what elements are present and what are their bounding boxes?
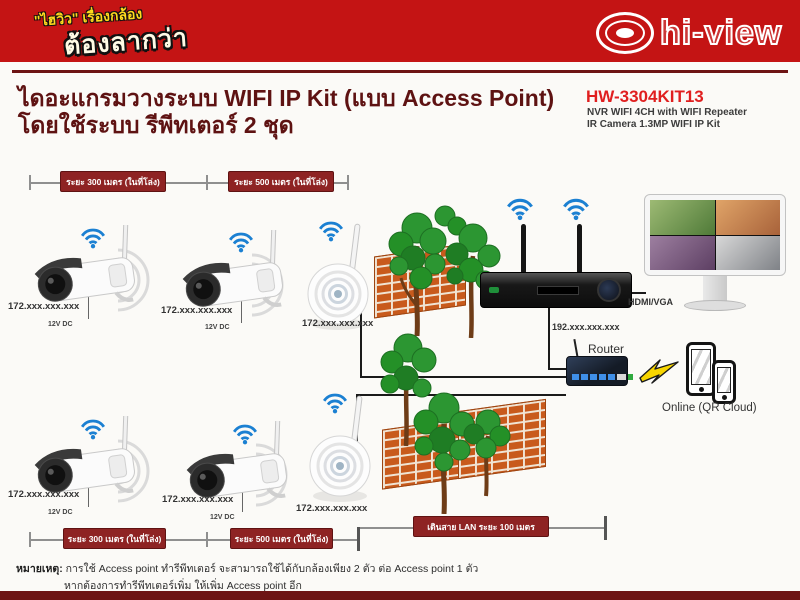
router — [566, 356, 633, 386]
nvr-recorder — [480, 272, 632, 308]
router-ports — [572, 374, 633, 380]
wifi-icon — [80, 228, 106, 249]
repeater-icon — [309, 395, 371, 502]
ip-camera-4 — [162, 421, 312, 516]
camera-icon — [182, 230, 283, 307]
measurement-tick — [357, 527, 360, 551]
camera-power-label: 12V DC — [48, 509, 73, 516]
camera-icon — [34, 416, 135, 493]
label-divider — [88, 485, 89, 507]
brand-logo: hi-view — [596, 12, 782, 54]
wifi-icon — [228, 232, 254, 253]
lightning-icon — [638, 356, 686, 388]
eye-logo-icon — [596, 12, 654, 54]
camera-icon — [34, 225, 135, 302]
camera-ip-label: 172.xxx.xxx.xxx — [161, 305, 233, 316]
label-divider — [241, 301, 242, 323]
access-point-repeater-2 — [302, 392, 387, 504]
camera-power-label: 12V DC — [210, 514, 235, 521]
note-text1: การใช้ Access point ทำรีพีทเตอร์ จะสามาร… — [62, 563, 479, 575]
camera-ip-label: 172.xxx.xxx.xxx — [8, 301, 80, 312]
monitor-quad-bl — [650, 235, 715, 270]
lan-distance-label: เดินสาย LAN ระยะ 100 เมตร — [413, 516, 549, 537]
wire-hdmi — [632, 292, 646, 294]
wire — [548, 368, 566, 370]
camera-icon — [186, 421, 287, 498]
monitor-port-label: HDMI/VGA — [628, 297, 673, 307]
ip-camera-3 — [10, 416, 160, 511]
wire — [356, 394, 566, 396]
nvr-ip-label: 192.xxx.xxx.xxx — [552, 322, 620, 332]
monitor-quad-br — [715, 235, 780, 270]
camera-ip-label: 172.xxx.xxx.xxx — [162, 494, 234, 505]
tree-icon — [383, 186, 505, 338]
monitor-quad-tr — [715, 200, 780, 235]
wifi-icon — [318, 221, 344, 242]
tree-icon — [366, 296, 511, 514]
smartphone-icon — [686, 342, 716, 396]
measurement-tick — [29, 532, 31, 547]
note-line2: หากต้องการทำรีพีทเตอร์เพิ่ม ให้เพิ่ม Acc… — [64, 580, 302, 592]
monitor-quad-tl — [650, 200, 715, 235]
wire — [360, 376, 566, 378]
nvr-logo-light — [489, 287, 499, 293]
camera-power-label: 12V DC — [48, 321, 73, 328]
wifi-icon — [232, 424, 258, 445]
nvr-drive-slot — [537, 286, 579, 295]
measurement-tick — [206, 175, 208, 190]
measurement-tick — [206, 532, 208, 547]
label-divider — [88, 297, 89, 319]
distance-label-top-right: ระยะ 500 เมตร (ในที่โล่ง) — [228, 171, 334, 192]
repeater-icon — [307, 223, 369, 330]
distance-label-bottom-left: ระยะ 300 เมตร (ในที่โล่ง) — [63, 528, 166, 549]
note-prefix: หมายเหตุ: — [16, 563, 63, 575]
wifi-icon — [506, 198, 534, 221]
product-spec-line1: NVR WIFI 4CH with WIFI Repeater — [587, 107, 748, 118]
distance-label-top-left: ระยะ 300 เมตร (ในที่โล่ง) — [60, 171, 166, 192]
nvr-antenna — [521, 224, 526, 274]
ip-camera-2 — [158, 230, 308, 325]
wire — [548, 308, 550, 370]
smartphone-icon — [712, 360, 736, 404]
measurement-tick — [604, 516, 607, 540]
page-title-line1: ไดอะแกรมวางระบบ WIFI IP Kit (แบบ Access … — [18, 85, 555, 111]
product-spec-line2: IR Camera 1.3MP WIFI IP Kit — [587, 119, 721, 130]
header-banner: "ไฮวิว" เรื่องกล้อง ต้องลากว่า hi-view — [0, 0, 800, 62]
router-label: Router — [588, 342, 625, 356]
measurement-tick — [29, 175, 31, 190]
label-divider — [242, 490, 243, 512]
repeater-ip-label: 172.xxx.xxx.xxx — [302, 318, 374, 329]
page-title-line2: โดยใช้ระบบ รีพีทเตอร์ 2 ชุด — [18, 112, 294, 138]
camera-power-label: 12V DC — [205, 324, 230, 331]
online-label: Online (QR Cloud) — [662, 402, 757, 414]
wifi-icon — [562, 198, 590, 221]
brand-name: hi-view — [659, 13, 783, 53]
nvr-dial — [597, 278, 621, 302]
monitor — [644, 194, 786, 276]
measurement-line-top — [30, 182, 348, 184]
wifi-icon — [322, 393, 348, 414]
nvr-antenna — [577, 224, 582, 274]
access-point-repeater-1 — [300, 220, 385, 332]
wifi-icon — [80, 419, 106, 440]
product-model: HW-3304KIT13 — [586, 87, 704, 106]
monitor-base — [684, 300, 746, 311]
measurement-tick — [347, 175, 349, 190]
note-line1: หมายเหตุ: การใช้ Access point ทำรีพีทเตอ… — [16, 560, 478, 577]
brand-tagline-line2: ต้องลากว่า — [63, 23, 189, 61]
repeater-ip-label: 172.xxx.xxx.xxx — [296, 503, 368, 514]
footer-bar — [0, 591, 800, 600]
wire — [360, 300, 362, 378]
camera-ip-label: 172.xxx.xxx.xxx — [8, 489, 80, 500]
monitor-screen — [650, 200, 780, 270]
measurement-line-bottom — [30, 539, 360, 541]
header-divider — [12, 70, 788, 73]
monitor-stand — [703, 276, 727, 302]
distance-label-bottom-right: ระยะ 500 เมตร (ในที่โล่ง) — [230, 528, 333, 549]
ip-camera-1 — [10, 225, 160, 320]
